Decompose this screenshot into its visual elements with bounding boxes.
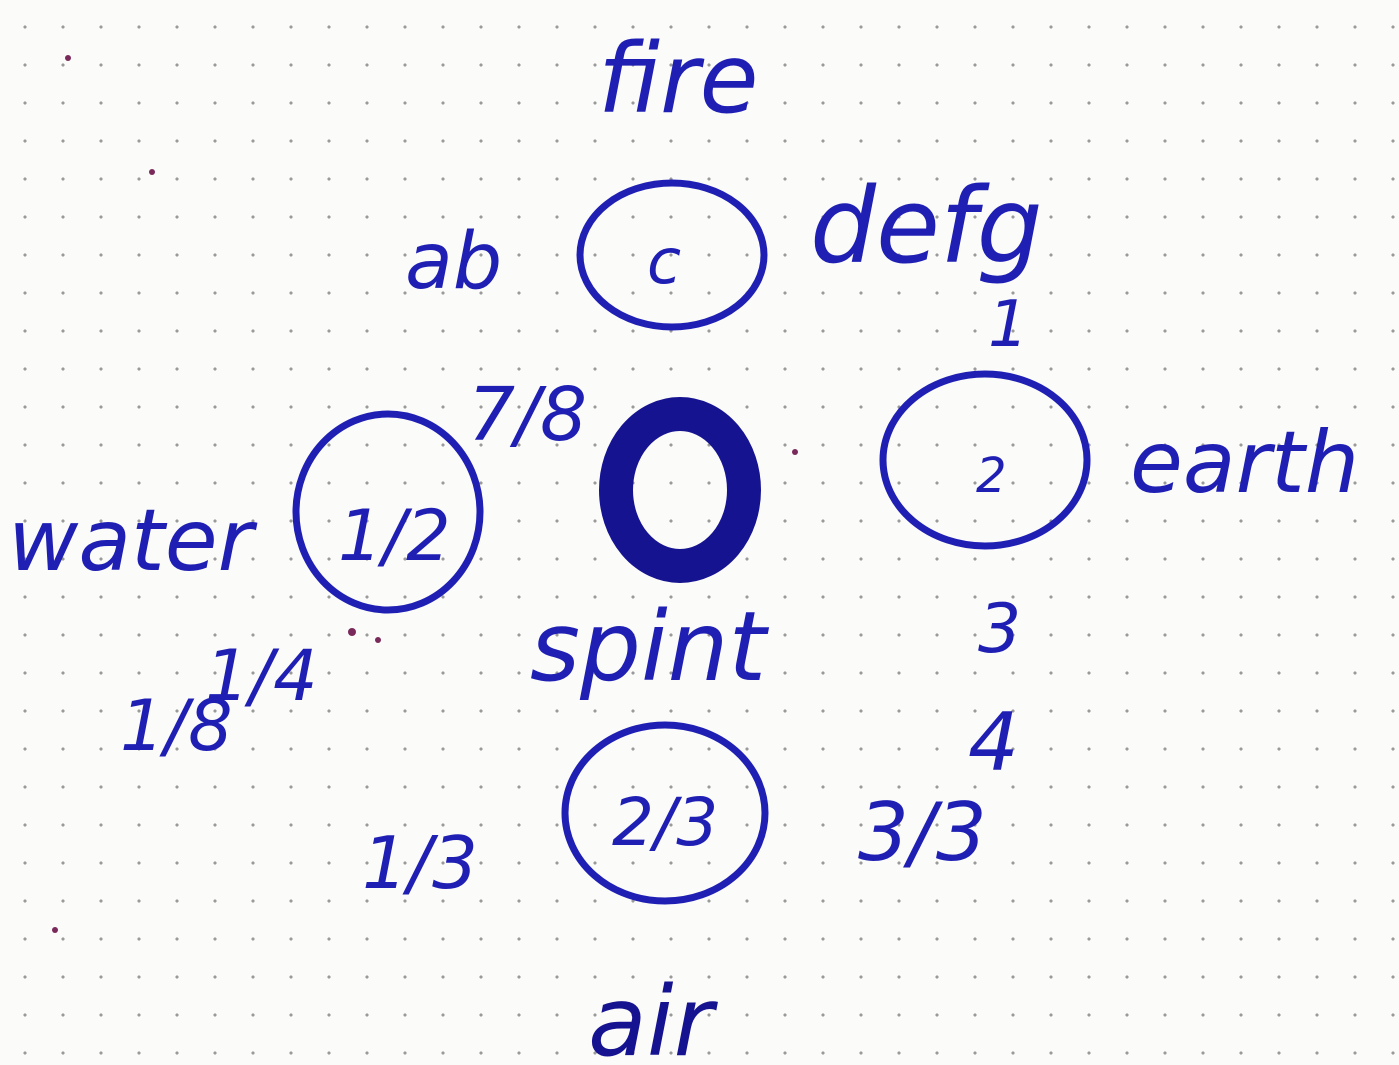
label-air: air (588, 966, 719, 1065)
circle-left (292, 410, 484, 614)
label-half: 1/2 (338, 495, 451, 577)
label-1: 1 (988, 288, 1029, 362)
ink-stains (52, 55, 798, 933)
label-quarter: 1/4 (205, 635, 318, 717)
label-ab: ab (405, 217, 502, 307)
label-4: 4 (968, 696, 1019, 789)
label-three-thirds: 3/3 (858, 786, 987, 879)
circle-bottom (561, 721, 769, 905)
label-3: 3 (978, 590, 1021, 669)
label-c: c (647, 225, 681, 298)
label-fire: fire (598, 23, 759, 135)
label-2: 2 (976, 448, 1007, 504)
label-spirit: spint (530, 591, 769, 703)
circle-right (879, 370, 1091, 550)
label-water: water (8, 491, 258, 591)
label-seven-eighths: 7/8 (468, 372, 587, 458)
label-defg: defg (810, 165, 1043, 287)
circle-top (576, 179, 768, 331)
label-two-thirds: 2/3 (612, 784, 718, 861)
label-earth: earth (1130, 413, 1359, 513)
circle-center-spirit (599, 397, 761, 583)
label-eighth: 1/8 (120, 685, 233, 767)
label-one-third: 1/3 (362, 821, 478, 905)
